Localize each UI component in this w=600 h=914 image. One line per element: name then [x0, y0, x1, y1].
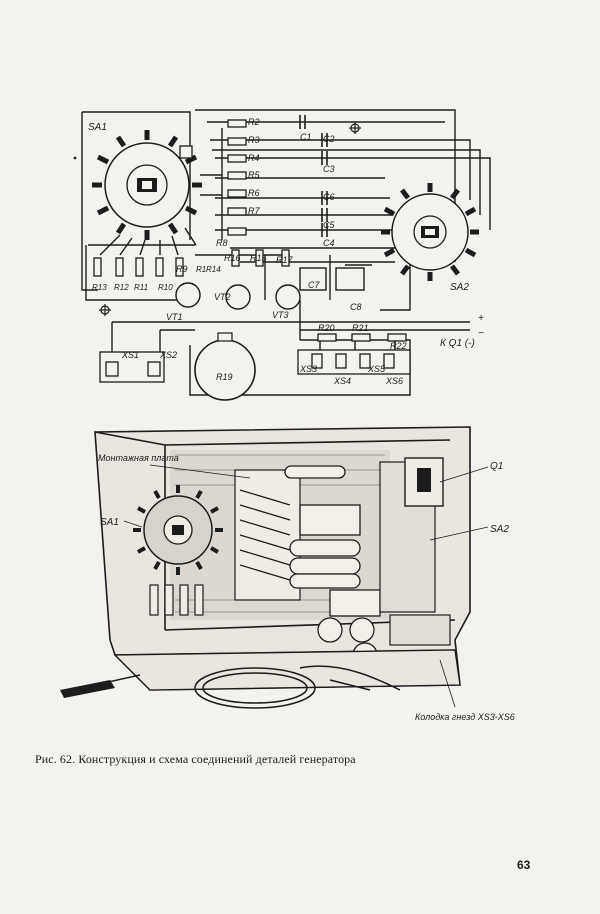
label-sa2: SA2 — [450, 282, 469, 293]
label-xs3: XS3 — [299, 364, 317, 374]
vt1-symbol — [175, 282, 201, 308]
label-xs1: XS1 — [121, 350, 139, 360]
label-xs4: XS4 — [333, 376, 351, 386]
label-plus: + — [478, 313, 484, 324]
label-r17: R17 — [276, 255, 294, 265]
label-power-q1: К Q1 (-) — [440, 338, 475, 349]
label-c8: C8 — [350, 302, 362, 312]
label-socket-block: Колодка гнезд XS3-XS6 — [415, 712, 515, 722]
label-c3: C3 — [323, 164, 335, 174]
label-r16: R16 — [224, 253, 241, 263]
label-xs6: XS6 — [385, 376, 403, 386]
label-c7: C7 — [308, 280, 320, 290]
label-xs2: XS2 — [159, 350, 177, 360]
label-r22: R22 — [390, 341, 407, 351]
sa1-switch-drawing — [92, 130, 202, 240]
label-photo-sa2: SA2 — [490, 524, 509, 535]
label-r21: R21 — [352, 323, 369, 333]
label-r20: R20 — [318, 323, 335, 333]
label-c2: C2 — [323, 134, 335, 144]
label-c4: C4 — [323, 238, 335, 248]
label-c5: C5 — [323, 220, 335, 230]
label-vt1: VT1 — [166, 312, 183, 322]
label-r10: R10 — [158, 283, 173, 292]
label-r2: R2 — [248, 117, 260, 127]
label-r19: R19 — [216, 372, 233, 382]
assembly-illustration: Монтажная плата SA1 SA2 Q1 Колодка гнезд… — [60, 426, 515, 722]
label-r7: R7 — [248, 206, 260, 216]
label-r4: R4 — [248, 153, 260, 163]
r19-potentiometer-drawing — [194, 332, 256, 401]
label-r15: R15 — [250, 253, 268, 263]
page-number: 63 — [517, 858, 531, 872]
label-r11: R11 — [134, 283, 148, 292]
label-mounting-board: Монтажная плата — [98, 453, 179, 463]
label-minus: − — [478, 328, 484, 339]
label-c6: C6 — [323, 192, 335, 202]
label-xs5: XS5 — [367, 364, 386, 374]
label-photo-q1: Q1 — [490, 461, 503, 472]
label-r12: R12 — [114, 283, 129, 292]
sa2-switch-drawing — [381, 183, 479, 281]
vt2-symbol — [225, 284, 251, 310]
label-mounting-board-text: Монтажная плата — [98, 453, 179, 463]
label-photo-sa1: SA1 — [100, 517, 119, 528]
wiring-diagram: SA1 SA2 R2 R3 R4 R5 R6 R7 R8 R9 R10 R11 … — [73, 109, 491, 401]
label-r1: R1 — [196, 265, 206, 274]
label-r6: R6 — [248, 188, 260, 198]
vt3-symbol — [275, 284, 301, 310]
label-sa1: SA1 — [88, 122, 107, 133]
figure-caption: Рис. 62. Конструкция и схема соединений … — [35, 752, 356, 766]
label-r5: R5 — [248, 170, 260, 180]
label-vt2: VT2 — [214, 292, 231, 302]
label-r13: R13 — [92, 283, 107, 292]
label-r9: R9 — [176, 264, 188, 274]
label-vt3: VT3 — [272, 310, 289, 320]
label-r14: R14 — [206, 265, 221, 274]
label-c1: C1 — [300, 132, 312, 142]
label-r3: R3 — [248, 135, 260, 145]
label-r8: R8 — [216, 238, 228, 248]
